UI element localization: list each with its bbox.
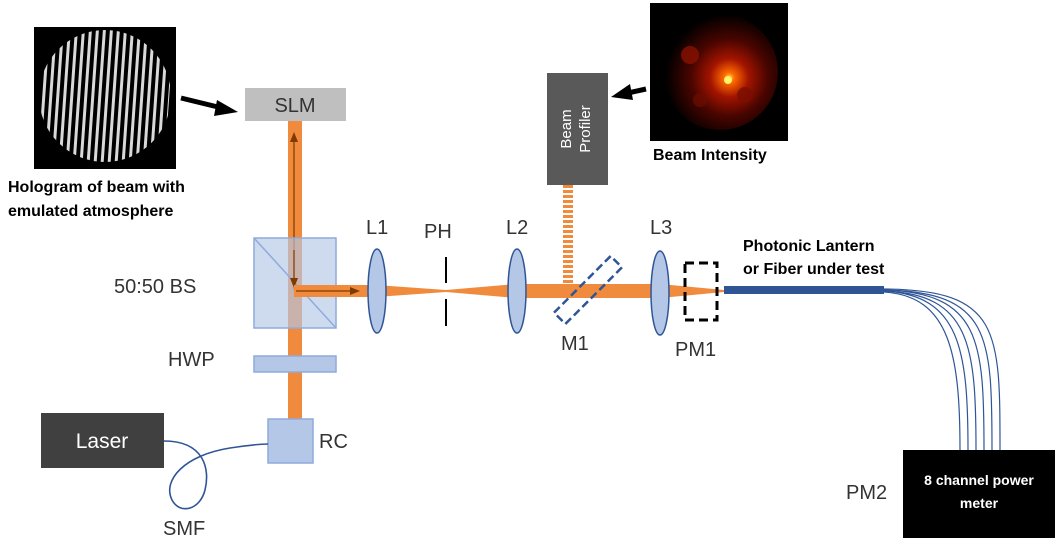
slm-box bbox=[245, 88, 346, 121]
mirror-m1 bbox=[552, 254, 624, 326]
lens-l1 bbox=[367, 248, 387, 334]
beam-profiler-box bbox=[547, 73, 608, 185]
hologram-caption-line1: Hologram of beam with bbox=[8, 179, 185, 196]
beam-l2-to-l3 bbox=[516, 284, 660, 298]
hologram-image bbox=[34, 27, 176, 169]
smf-fiber bbox=[163, 440, 269, 510]
l2-label: L2 bbox=[506, 217, 528, 239]
beam-ph-to-l2 bbox=[446, 284, 516, 298]
beam-intensity-caption: Beam Intensity bbox=[653, 147, 767, 164]
laser-label: Laser bbox=[76, 430, 129, 453]
power-meter-box bbox=[903, 450, 1055, 538]
power-meter-label-line1: 8 channel power bbox=[924, 472, 1034, 488]
power-meter-label-line2: meter bbox=[960, 495, 999, 511]
beam-up-arrow-icon bbox=[290, 132, 298, 142]
laser-box bbox=[41, 413, 164, 468]
beam-profiler-label-line1: Beam bbox=[558, 109, 575, 148]
lens-l2 bbox=[507, 248, 527, 334]
pm1-label: PM1 bbox=[675, 339, 716, 361]
hwp-plate bbox=[253, 355, 337, 373]
hwp-label: HWP bbox=[168, 349, 215, 371]
l3-label: L3 bbox=[650, 217, 672, 239]
lens-l3 bbox=[650, 250, 670, 336]
fiber-bundle bbox=[883, 288, 1001, 451]
beam-l3-to-fiber bbox=[660, 284, 724, 298]
rc-label: RC bbox=[319, 431, 348, 453]
lantern-label-line1: Photonic Lantern bbox=[743, 238, 875, 255]
beam-to-profiler bbox=[563, 185, 573, 285]
fiber-under-test bbox=[724, 286, 884, 294]
l1-label: L1 bbox=[366, 217, 388, 239]
beam-right-arrow-icon bbox=[350, 287, 360, 295]
slm-label: SLM bbox=[274, 95, 315, 117]
ph-label: PH bbox=[424, 221, 452, 243]
pm2-label: PM2 bbox=[846, 482, 887, 504]
lantern-label-line2: or Fiber under test bbox=[743, 261, 885, 278]
bs-label: 50:50 BS bbox=[114, 276, 196, 298]
arrow-to-profiler-icon bbox=[611, 84, 647, 100]
beam-down-arrow-icon bbox=[290, 278, 298, 288]
beam-intensity-image bbox=[650, 3, 788, 141]
beam-profiler-label-line2: Profiler bbox=[577, 105, 594, 153]
pm1-box bbox=[683, 261, 719, 322]
beam-l1-to-ph bbox=[376, 285, 446, 297]
rc-box bbox=[267, 418, 314, 464]
hologram-caption-line2: emulated atmosphere bbox=[8, 203, 173, 220]
arrow-to-slm-icon bbox=[180, 95, 238, 116]
m1-label: M1 bbox=[561, 333, 589, 355]
smf-label: SMF bbox=[163, 518, 205, 540]
